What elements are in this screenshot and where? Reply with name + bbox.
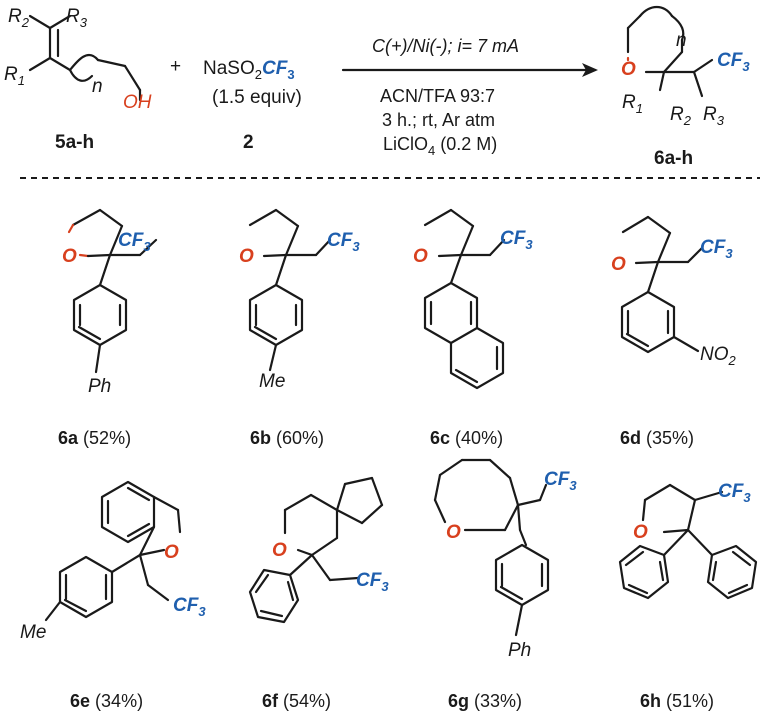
- r2-label: R: [8, 6, 22, 27]
- compound-id-2: 2: [243, 132, 254, 153]
- oxygen-6f: O: [272, 540, 287, 561]
- ph-6g: Ph: [508, 640, 531, 661]
- product-n-label: n: [676, 30, 687, 51]
- conditions-above: C(+)/Ni(-); i= 7 mA: [372, 36, 519, 56]
- caption-6f: 6f (54%): [262, 691, 331, 711]
- svg-text:R1: R1: [4, 64, 25, 88]
- oxygen-6e: O: [164, 542, 179, 563]
- svg-text:R3: R3: [66, 6, 88, 30]
- hydroxyl-label: OH: [123, 92, 152, 113]
- cf3-6c: CF3: [500, 228, 533, 252]
- caption-6b: 6b (60%): [250, 428, 324, 448]
- svg-text:R2: R2: [670, 104, 692, 128]
- caption-6g: 6g (33%): [448, 691, 522, 711]
- cf3-6d: CF3: [700, 237, 733, 261]
- cf3-6a: CF3: [118, 230, 151, 254]
- structure-6d: O CF3 NO2: [611, 215, 737, 368]
- product-oxygen: O: [621, 59, 636, 80]
- ph-6a: Ph: [88, 376, 111, 397]
- svg-text:R2: R2: [8, 6, 30, 30]
- caption-6c: 6c (40%): [430, 428, 503, 448]
- me-6e: Me: [20, 622, 46, 643]
- r1-label: R: [4, 64, 18, 85]
- reagent-formula: NaSO2CF3: [203, 58, 295, 82]
- structure-6b: O CF3 Me: [239, 208, 360, 392]
- svg-text:R3: R3: [703, 104, 725, 128]
- compound-id-5a-h: 5a-h: [55, 132, 94, 153]
- reaction-arrow: C(+)/Ni(-); i= 7 mA ACN/TFA 93:7 3 h.; r…: [341, 36, 598, 158]
- conditions-line-1: ACN/TFA 93:7: [380, 86, 495, 106]
- oxygen-6b: O: [239, 246, 254, 267]
- oxygen-6h: O: [633, 522, 648, 543]
- oxygen-6g: O: [446, 522, 461, 543]
- conditions-line-3: LiClO4 (0.2 M): [383, 134, 497, 158]
- cf3-6b: CF3: [327, 230, 360, 254]
- compound-id-6a-h: 6a-h: [654, 148, 693, 169]
- structure-6e: O CF3 Me: [20, 480, 206, 643]
- caption-6e: 6e (34%): [70, 691, 143, 711]
- n-label: n: [92, 76, 103, 97]
- oxygen-6c: O: [413, 246, 428, 267]
- structure-6a: O CF3 Ph: [62, 208, 158, 397]
- conditions-line-2: 3 h.; rt, Ar atm: [382, 110, 495, 130]
- cf3-6e: CF3: [173, 595, 206, 619]
- reactant-5a-h: R2 R3 R1 n OH: [4, 6, 152, 113]
- oxygen-6a: O: [62, 246, 77, 267]
- structure-6g: O CF3 Ph: [433, 458, 577, 661]
- product-r3: R: [703, 104, 717, 125]
- caption-6d: 6d (35%): [620, 428, 694, 448]
- oxygen-6d: O: [611, 254, 626, 275]
- plus-sign: +: [170, 56, 181, 77]
- cf3-6f: CF3: [356, 570, 389, 594]
- me-6b: Me: [259, 371, 285, 392]
- reagent-equiv: (1.5 equiv): [212, 87, 302, 108]
- caption-6a: 6a (52%): [58, 428, 131, 448]
- caption-6h: 6h (51%): [640, 691, 714, 711]
- product-r2: R: [670, 104, 684, 125]
- reagent-2: NaSO2CF3 (1.5 equiv) 2: [203, 58, 302, 153]
- cf3-6g: CF3: [544, 469, 577, 493]
- cf3-6h: CF3: [718, 481, 751, 505]
- svg-text:R1: R1: [622, 92, 643, 116]
- structure-6c: O CF3: [413, 208, 533, 390]
- product-r1: R: [622, 92, 636, 113]
- r3-label: R: [66, 6, 80, 27]
- structure-6f: O CF3: [248, 476, 389, 624]
- product-6a-h: O n CF3 R1 R2 R3: [621, 5, 750, 128]
- product-cf3: CF3: [717, 50, 750, 74]
- structure-6h: O CF3: [618, 481, 758, 600]
- no2-6d: NO2: [700, 344, 737, 368]
